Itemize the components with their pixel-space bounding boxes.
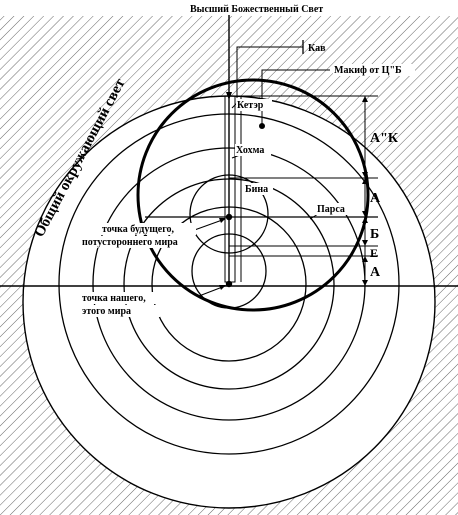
makif-label: Макиф от Ц"Б [334, 65, 402, 76]
present-point-label-1: точка нашего, [82, 293, 146, 304]
makif-circle [136, 78, 370, 312]
right-label-a2: А [370, 265, 381, 280]
top-light-label: Высший Божественный Свет [190, 4, 323, 15]
right-label-ak: А"К [370, 131, 399, 146]
present-point-dot [225, 280, 233, 288]
future-point-label-2: потустороннего мира [82, 237, 178, 248]
kav-leader [236, 46, 303, 98]
present-point-label-2: этого мира [82, 306, 131, 317]
right-label-b: Б [370, 227, 379, 242]
down-arrow-icon [226, 92, 232, 100]
right-label-a1: А [370, 191, 381, 206]
makif-dot [259, 123, 265, 129]
present-pointer-arrow [219, 285, 226, 290]
parsa-label: Парса [317, 204, 345, 215]
hochma-label: Хохма [236, 145, 264, 156]
future-point-label-1: точка будущего, [102, 224, 174, 235]
future-point-dot [225, 213, 233, 221]
bina-label: Бина [245, 184, 268, 195]
right-bracket-arrows [362, 96, 368, 286]
future-pointer-arrow [219, 218, 226, 223]
keter-label: Кетэр [237, 100, 264, 111]
right-label-e: Е [370, 246, 378, 260]
kav-label: Кав [308, 43, 326, 54]
